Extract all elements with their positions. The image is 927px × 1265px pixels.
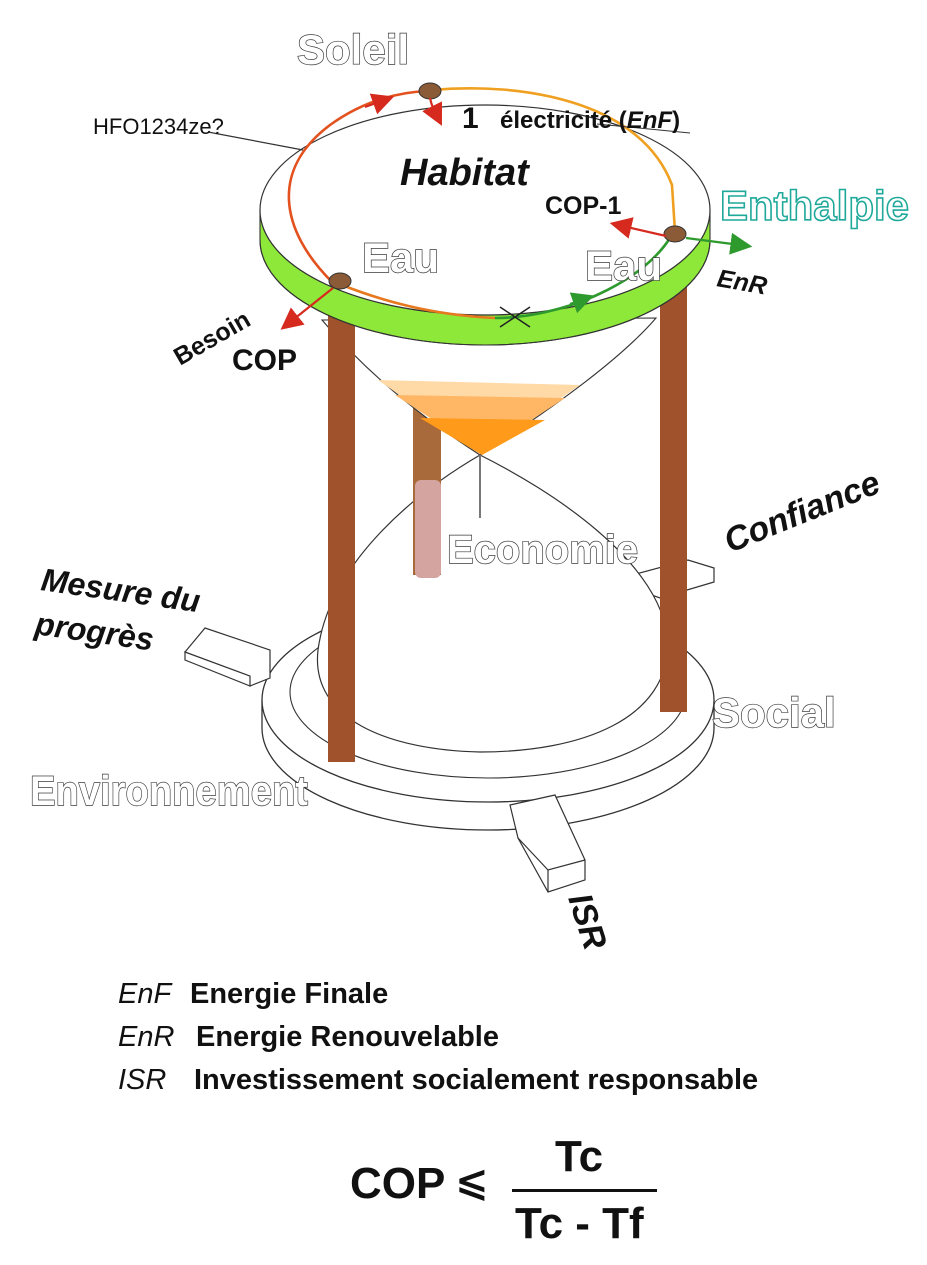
label-cop-minus-one: COP-1: [545, 192, 622, 220]
legend-abbr: EnR: [118, 1021, 175, 1053]
label-economie: Economie: [447, 528, 638, 572]
formula-relation: ⩽: [455, 1159, 489, 1205]
legend-row-enf: EnF Energie Finale: [118, 978, 388, 1011]
label-one: 1: [462, 102, 479, 135]
post-right: [660, 270, 687, 712]
label-isr: ISR: [560, 889, 614, 955]
label-hfo: HFO1234ze?: [93, 114, 224, 139]
label-electricite: électricité (EnF): [500, 107, 680, 134]
refrigerant-cycle: [207, 82, 753, 330]
sand: [420, 418, 545, 455]
node-right: [663, 225, 687, 243]
tab-isr: [509, 794, 586, 893]
label-social: Social: [712, 689, 836, 736]
label-enthalpie: Enthalpie: [720, 182, 909, 229]
label-confiance: Confiance: [719, 464, 886, 561]
formula-lhs: COP: [350, 1159, 446, 1208]
node-top: [418, 82, 442, 100]
formula-numerator: Tc: [555, 1132, 604, 1181]
label-enr: EnR: [715, 264, 769, 300]
fraction-bar: [512, 1189, 657, 1192]
node-left: [328, 272, 352, 290]
formula-denominator: Tc - Tf: [515, 1199, 644, 1248]
label-eau-left: Eau: [362, 234, 439, 281]
legend-abbr: ISR: [118, 1064, 167, 1096]
lower-bulb: [316, 454, 669, 753]
legend-row-isr: ISR Investissement socialement responsabl…: [118, 1064, 758, 1097]
legend-abbr: EnF: [118, 978, 172, 1010]
label-mesure-line2: progrès: [32, 605, 156, 657]
post-left: [328, 300, 355, 762]
label-environnement: Environnement: [30, 767, 308, 814]
label-soleil: Soleil: [297, 26, 409, 73]
label-eau-right: Eau: [585, 242, 662, 289]
tab-mesure: [184, 627, 271, 687]
legend-text: Energie Renouvelable: [196, 1021, 499, 1053]
legend-text: Energie Finale: [190, 978, 389, 1010]
legend-text: Investissement socialement responsable: [194, 1064, 759, 1096]
label-cop: COP: [232, 344, 297, 377]
label-habitat: Habitat: [400, 152, 530, 194]
top-disc: [259, 104, 711, 346]
legend-row-enr: EnR Energie Renouvelable: [118, 1021, 499, 1054]
formula: COP ⩽ Tc Tc - Tf: [350, 1132, 670, 1257]
